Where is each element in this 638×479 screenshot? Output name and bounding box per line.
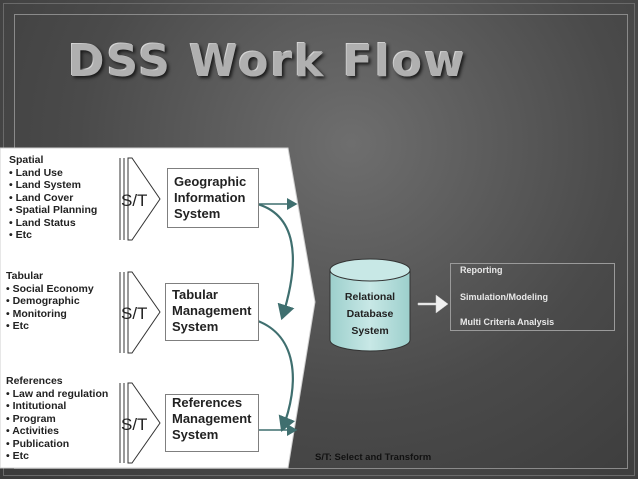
output-arrow: [417, 294, 449, 314]
system-tabular: Tabular Management System: [172, 287, 252, 334]
input-item: • Activities: [6, 425, 59, 437]
system-box-tabular: [165, 283, 259, 341]
input-tabular: Tabular • Social Economy • Demographic •…: [6, 270, 94, 333]
system-references: References Management System: [172, 395, 252, 442]
connector-tabular: [247, 316, 296, 433]
input-item: • Publication: [6, 437, 70, 450]
input-item: • Etc: [6, 320, 29, 332]
st-chevron-1: [119, 157, 161, 241]
st-label: S/T: [121, 304, 148, 323]
input-item: • Spatial Planning: [9, 204, 98, 216]
legend: S/T: Select and Transform: [315, 452, 432, 463]
st-label: S/T: [121, 415, 148, 434]
input-item: • Land System: [9, 179, 81, 191]
input-item: • Etc: [9, 229, 32, 241]
input-spatial: Spatial • Land Use • Land System • Land …: [9, 154, 97, 242]
input-item: • Land Status: [9, 216, 76, 229]
input-item: • Social Economy: [6, 282, 94, 295]
input-item: • Etc: [6, 450, 29, 462]
connector-gis: [247, 200, 295, 321]
st-label: S/T: [121, 191, 148, 210]
st-chevron-2: [119, 271, 161, 354]
input-heading: Spatial: [9, 154, 44, 166]
input-item: • Monitoring: [6, 307, 67, 320]
output-item: Simulation/Modeling: [460, 292, 548, 302]
system-gis: Geographic Information System: [174, 174, 247, 221]
system-box-gis: [167, 168, 259, 228]
input-heading: References: [6, 375, 63, 387]
page-title: DSS Work Flow: [68, 36, 467, 87]
input-item: • Intitutional: [6, 400, 67, 412]
input-item: • Law and regulation: [6, 387, 109, 400]
output-item: Reporting: [460, 265, 503, 275]
input-item: • Land Cover: [9, 191, 74, 204]
input-heading: Tabular: [6, 270, 44, 282]
input-item: • Program: [6, 412, 56, 425]
database-label: Relational Database System: [344, 291, 396, 337]
input-references: References • Law and regulation • Intitu…: [6, 375, 108, 463]
output-box: [450, 263, 615, 331]
input-item: • Land Use: [9, 166, 63, 179]
st-chevron-3: [119, 382, 161, 464]
output-item: Multi Criteria Analysis: [460, 317, 555, 327]
system-box-references: [165, 394, 259, 452]
database-cylinder: [329, 258, 411, 352]
input-item: • Demographic: [6, 295, 80, 307]
